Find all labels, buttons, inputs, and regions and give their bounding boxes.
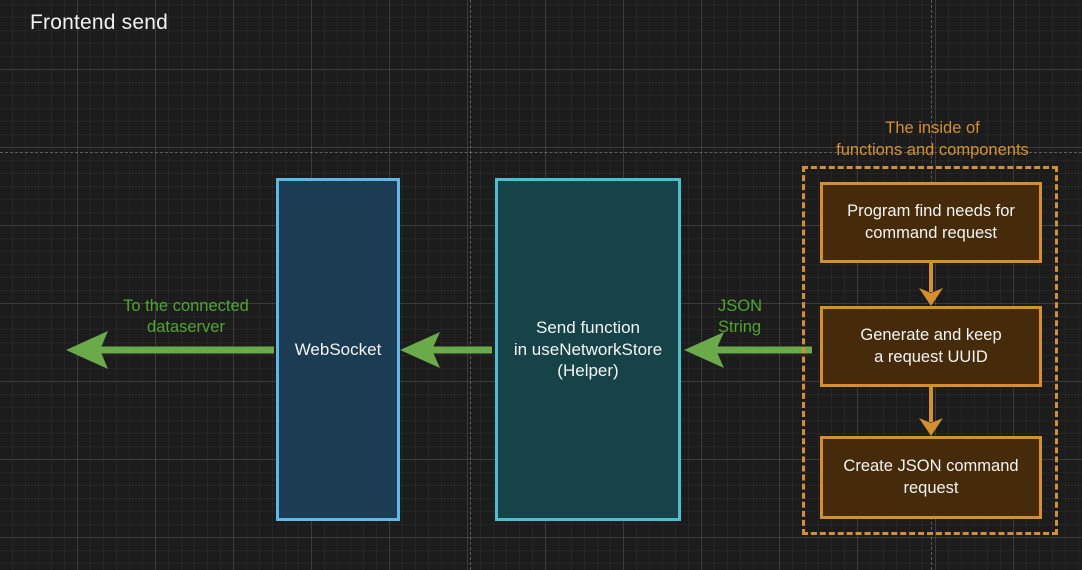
node-create-json-command-request[interactable]: Create JSON command request [820,436,1042,519]
node-websocket[interactable]: WebSocket [276,178,400,521]
edge-label-json-string: JSON String [718,297,763,337]
node-generate-request-uuid[interactable]: Generate and keep a request UUID [820,306,1042,387]
group-inside-functions-components [802,166,1058,535]
arrow-sendfn-to-websocket [400,332,492,368]
vertical-guide-left [470,0,471,570]
edge-label-to-connected-dataserver: To the connected dataserver [123,297,249,337]
node-program-find-needs[interactable]: Program find needs for command request [820,182,1042,263]
group-inside-label: The inside of functions and components [836,119,1029,159]
page-title: Frontend send [30,11,169,34]
horizontal-guide [0,152,1082,153]
node-send-function[interactable]: Send function in useNetworkStore (Helper… [495,178,681,521]
